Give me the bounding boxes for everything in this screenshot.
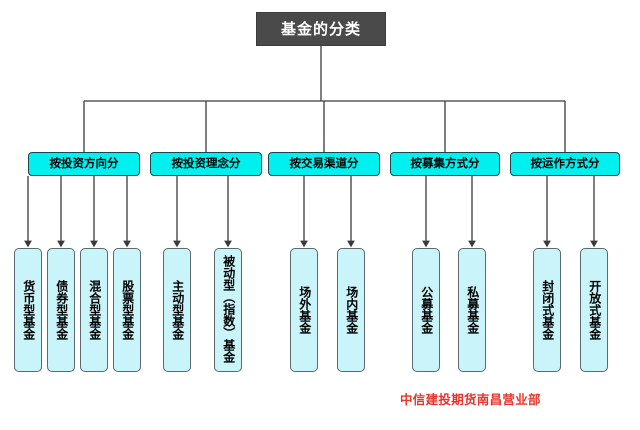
leaf-node-1-3[interactable]: 混合型基金	[80, 248, 108, 372]
leaf-node-label: 开放式基金	[587, 280, 602, 340]
category-node-2[interactable]: 按投资理念分	[150, 152, 262, 176]
leaf-node-label: 场内基金	[344, 286, 359, 334]
category-node-4[interactable]: 按募集方式分	[390, 152, 500, 176]
root-node-label: 基金的分类	[280, 19, 361, 38]
leaf-node-2-2[interactable]: 被动型（指数）基金	[214, 248, 242, 372]
leaf-node-3-1[interactable]: 场外基金	[290, 248, 318, 372]
category-node-label: 按交易渠道分	[289, 156, 359, 171]
leaf-node-5-2[interactable]: 开放式基金	[580, 248, 608, 372]
leaf-node-5-1[interactable]: 封闭式基金	[533, 248, 561, 372]
leaf-node-4-1[interactable]: 公募基金	[412, 248, 440, 372]
leaf-node-1-1[interactable]: 货币型基金	[14, 248, 42, 372]
leaf-node-3-2[interactable]: 场内基金	[337, 248, 365, 372]
leaf-node-label: 公募基金	[419, 286, 434, 334]
leaf-node-1-2[interactable]: 债券型基金	[47, 248, 75, 372]
category-node-label: 按募集方式分	[410, 156, 480, 171]
footer-attribution: 中信建投期货南昌营业部	[400, 392, 541, 407]
leaf-node-label: 股票型基金	[120, 280, 135, 340]
root-node: 基金的分类	[256, 12, 386, 46]
leaf-node-1-4[interactable]: 股票型基金	[113, 248, 141, 372]
category-node-label: 按投资方向分	[49, 156, 119, 171]
category-node-1[interactable]: 按投资方向分	[28, 152, 140, 176]
category-node-label: 按投资理念分	[171, 156, 241, 171]
category-node-3[interactable]: 按交易渠道分	[268, 152, 380, 176]
leaf-node-label: 被动型（指数）基金	[221, 255, 236, 363]
leaf-node-label: 封闭式基金	[540, 280, 555, 340]
leaf-node-label: 混合型基金	[87, 280, 102, 340]
leaf-node-4-2[interactable]: 私募基金	[458, 248, 486, 372]
leaf-node-2-1[interactable]: 主动型基金	[163, 248, 191, 372]
category-node-5[interactable]: 按运作方式分	[510, 152, 620, 176]
leaf-node-label: 私募基金	[465, 286, 480, 334]
leaf-node-label: 货币型基金	[21, 280, 36, 340]
leaf-node-label: 主动型基金	[170, 280, 185, 340]
leaf-node-label: 场外基金	[297, 286, 312, 334]
category-node-label: 按运作方式分	[530, 156, 600, 171]
leaf-node-label: 债券型基金	[54, 280, 69, 340]
